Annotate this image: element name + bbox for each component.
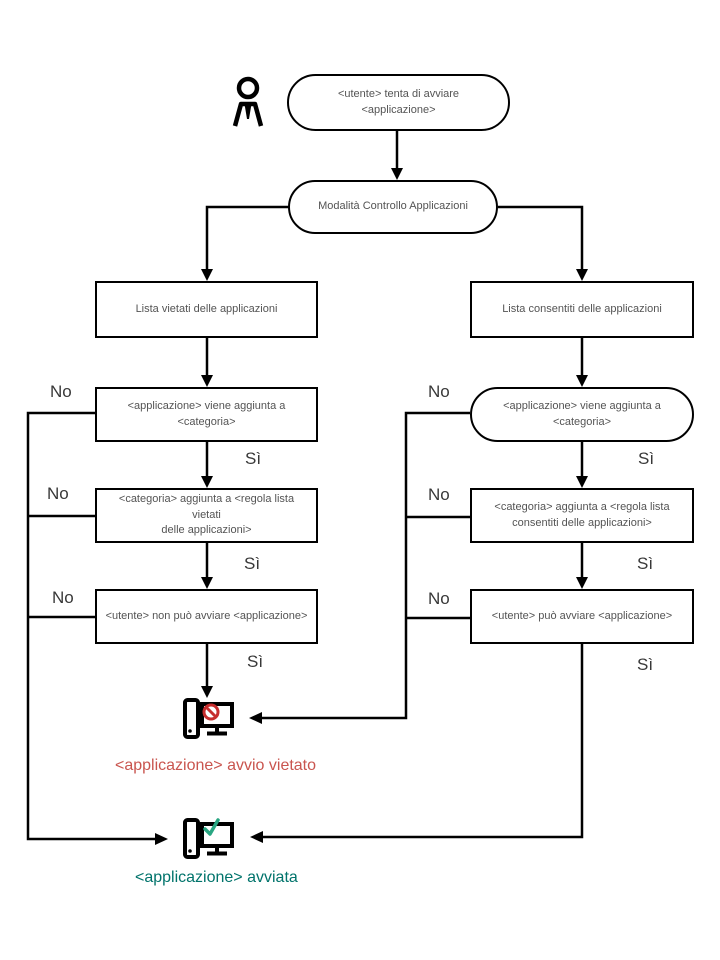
computer-allowed-icon — [183, 818, 234, 859]
node-denied-category-line2: <categoria> — [177, 415, 236, 428]
node-start: <utente> tenta di avviare <applicazione> — [287, 74, 510, 131]
node-denied-list: Lista vietati delle applicazioni — [95, 281, 318, 338]
node-allowed-category-line1: <applicazione> viene aggiunta a — [503, 400, 661, 413]
node-denied-user: <utente> non può avviare <applicazione> — [95, 589, 318, 644]
label-no-allowed-category: No — [428, 382, 450, 401]
label-yes-denied-category: Sì — [245, 449, 262, 468]
node-allowed-category-line2: <categoria> — [552, 415, 612, 428]
label-yes-allowed-user: Sì — [637, 655, 654, 674]
node-denied-list-label: Lista vietati delle applicazioni — [135, 302, 278, 315]
label-yes-allowed-category: Sì — [638, 449, 655, 468]
computer-blocked-icon — [183, 698, 234, 739]
node-application-control-mode: Modalità Controllo Applicazioni — [288, 180, 498, 234]
node-mode-label: Modalità Controllo Applicazioni — [318, 200, 468, 213]
label-yes-denied-rule: Sì — [244, 554, 261, 573]
outcome-denied-text: <applicazione> avvio vietato — [115, 757, 317, 774]
node-allowed-category: <applicazione> viene aggiunta a <categor… — [470, 387, 694, 442]
arrowheads — [155, 168, 588, 845]
node-denied-rule: <categoria> aggiunta a <regola lista vie… — [95, 488, 318, 543]
label-no-denied-rule: No — [47, 484, 69, 503]
node-allowed-user-label: <utente> può avviare <applicazione> — [491, 609, 673, 622]
node-allowed-rule-line1: <categoria> aggiunta a <regola lista — [494, 501, 670, 514]
node-denied-rule-line2: delle applicazioni> — [161, 524, 252, 537]
node-allowed-rule: <categoria> aggiunta a <regola lista con… — [470, 488, 694, 543]
node-allowed-rule-line2: consentiti delle applicazioni> — [512, 516, 652, 529]
node-start-line1: <utente> tenta di avviare — [337, 88, 460, 101]
label-no-denied-category: No — [50, 382, 72, 401]
label-no-allowed-user: No — [428, 589, 450, 608]
label-yes-allowed-rule: Sì — [637, 554, 654, 573]
node-allowed-list-label: Lista consentiti delle applicazioni — [502, 302, 662, 315]
node-start-line2: <applicazione> — [361, 103, 436, 116]
node-allowed-list: Lista consentiti delle applicazioni — [470, 281, 694, 338]
label-yes-denied-user: Sì — [247, 652, 264, 671]
node-denied-rule-line1: <categoria> aggiunta a <regola lista vie… — [118, 493, 295, 521]
label-no-denied-user: No — [52, 588, 74, 607]
node-denied-category-line1: <applicazione> viene aggiunta a — [127, 400, 286, 413]
node-denied-category: <applicazione> viene aggiunta a <categor… — [95, 387, 318, 442]
node-denied-user-label: <utente> non può avviare <applicazione> — [105, 609, 308, 622]
node-allowed-user: <utente> può avviare <applicazione> — [470, 589, 694, 644]
user-icon — [232, 76, 264, 127]
label-no-allowed-rule: No — [428, 485, 450, 504]
outcome-allowed-text: <applicazione> avviata — [135, 869, 298, 886]
